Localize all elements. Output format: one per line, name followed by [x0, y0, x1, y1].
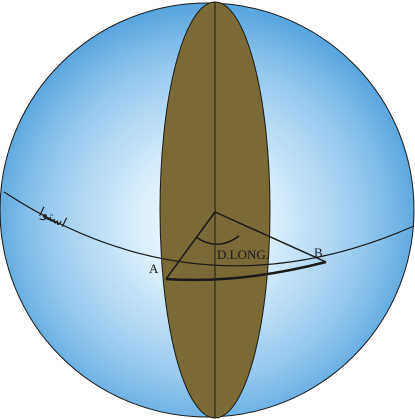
equator-line [3, 191, 415, 267]
point-b-label: B [314, 245, 323, 260]
angle-arc [195, 235, 240, 245]
arc-a-b [165, 260, 327, 282]
point-a-label: A [149, 261, 159, 276]
radius-b [214, 211, 327, 263]
d-long-label: D.LONG. [217, 247, 269, 262]
radius-a [165, 211, 216, 280]
